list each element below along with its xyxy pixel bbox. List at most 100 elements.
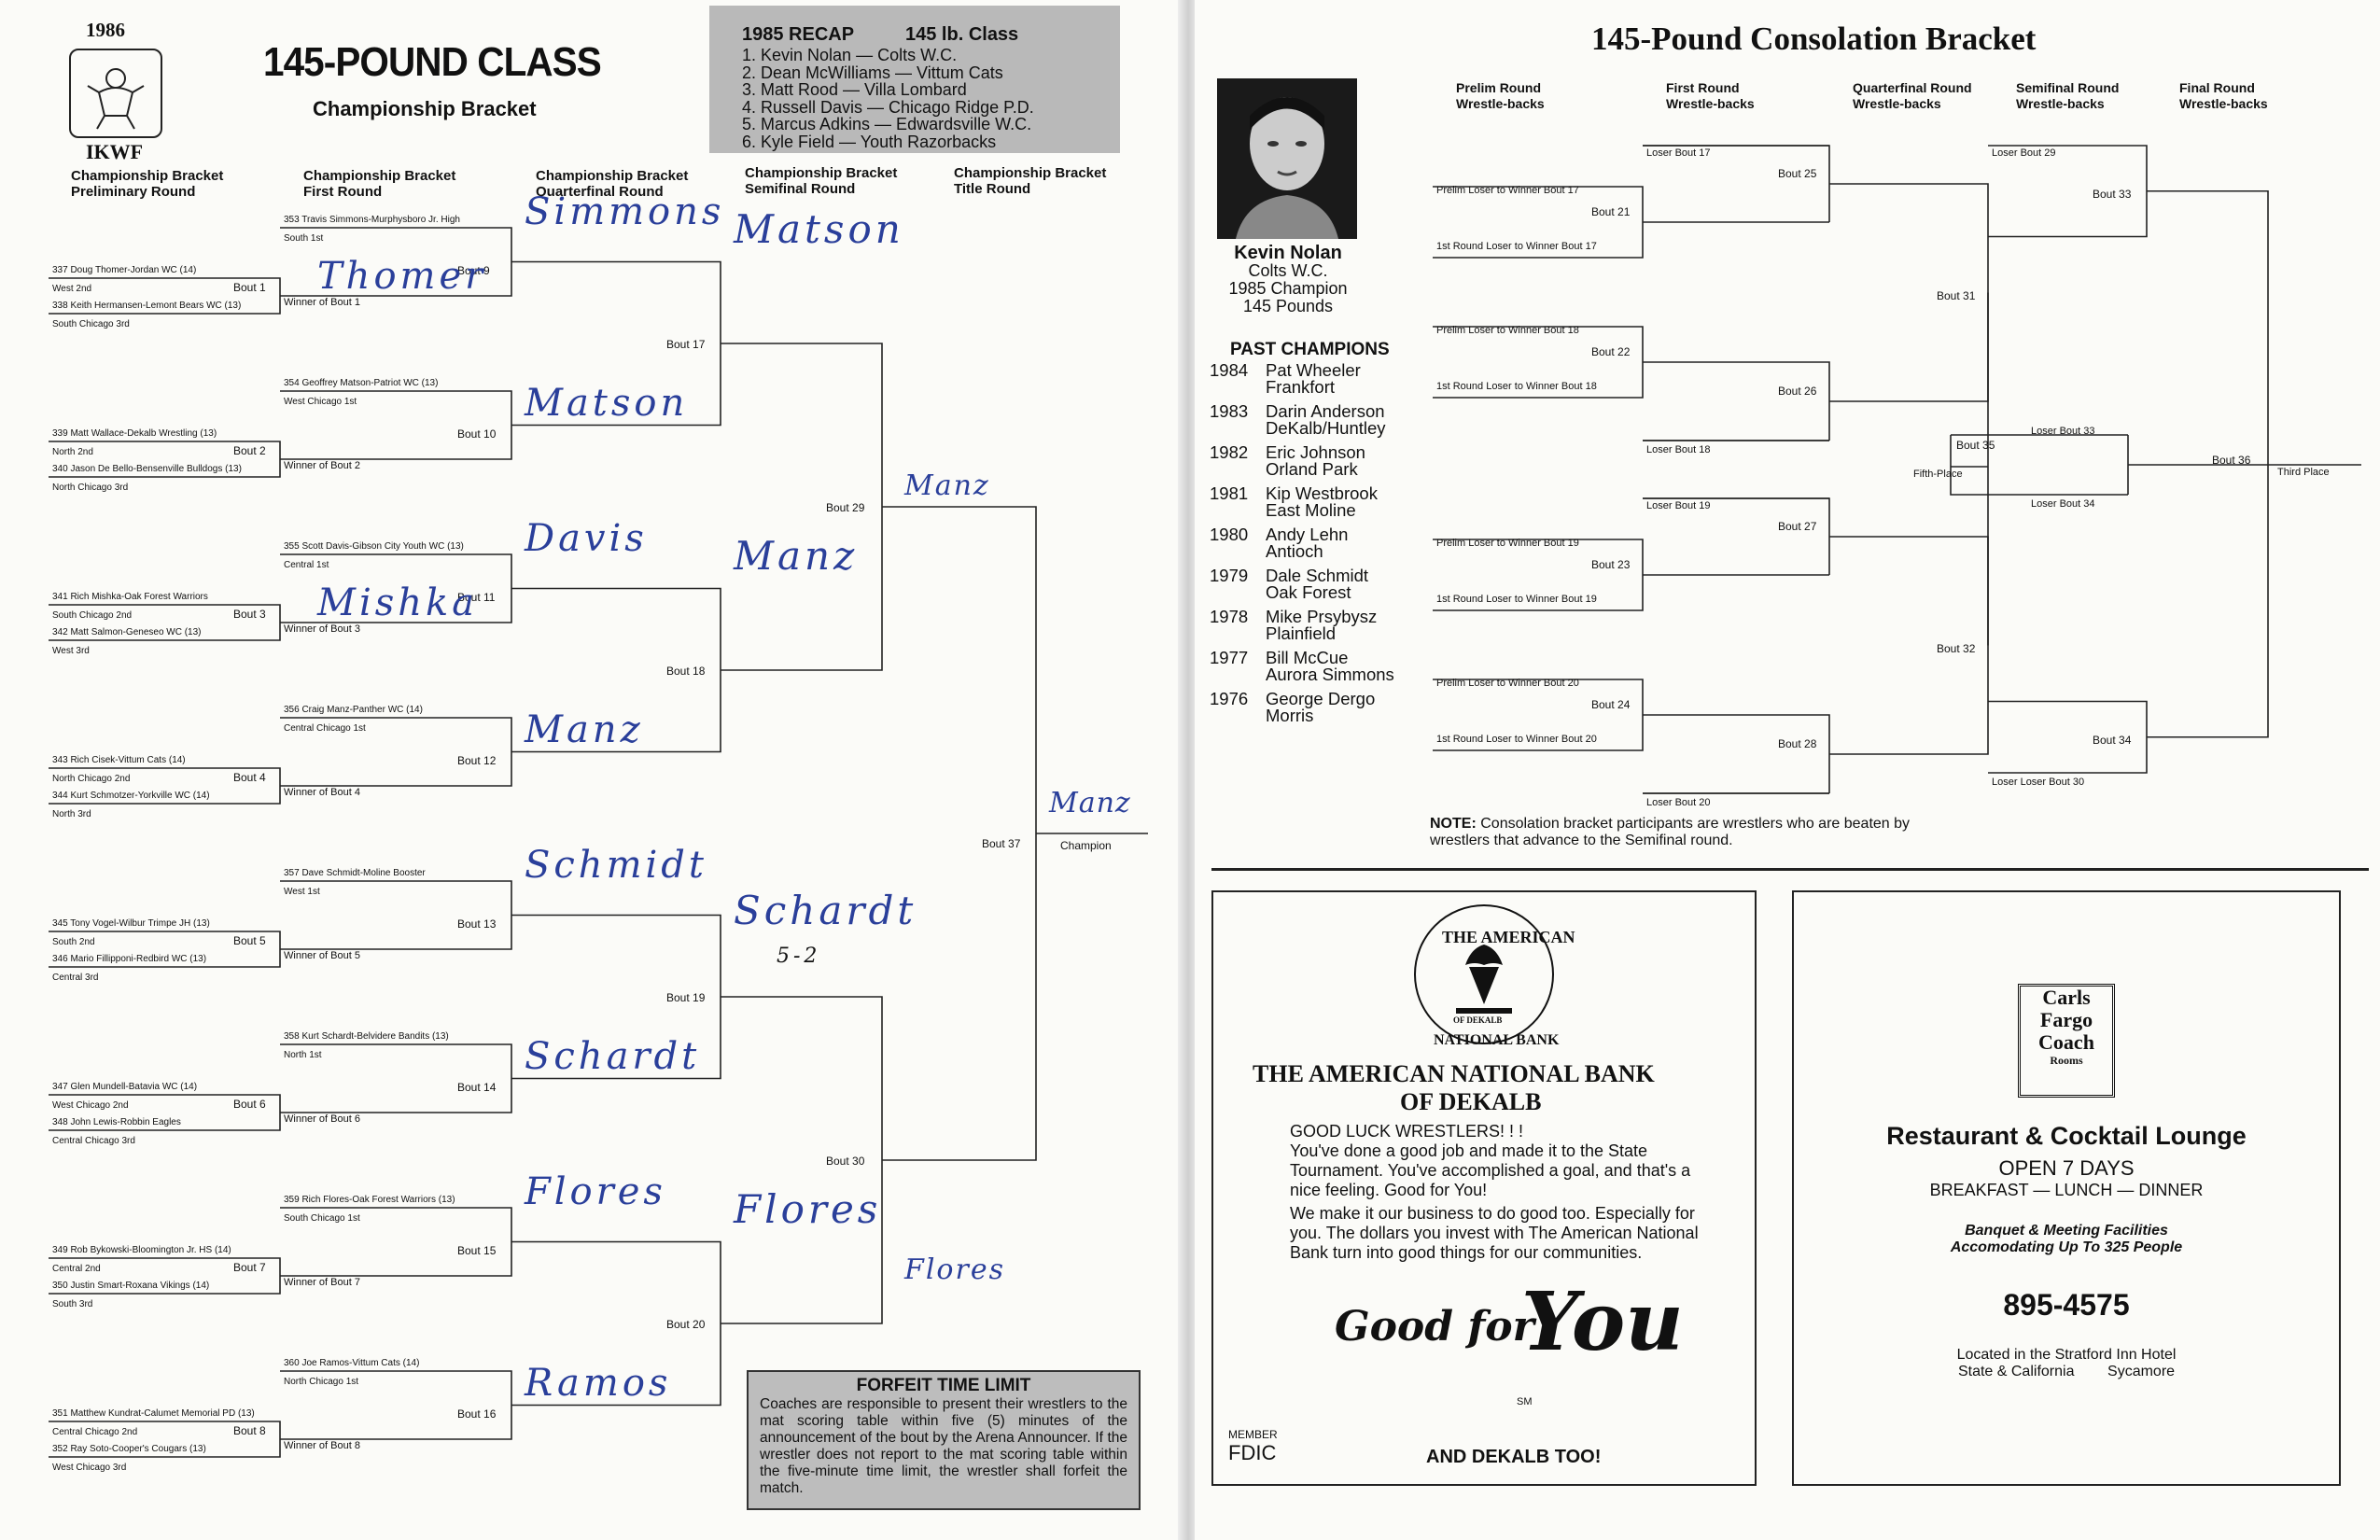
past-champion-town: Frankfort <box>1266 377 1336 397</box>
winner-placeholder: Winner of Bout 5 <box>284 950 360 961</box>
past-champion-year: 1984 <box>1210 360 1249 380</box>
winner-placeholder: Winner of Bout 8 <box>284 1440 360 1451</box>
bank-p1: You've done a good job and made it to th… <box>1290 1141 1691 1199</box>
champion-label: Champion <box>1060 839 1112 852</box>
winner-placeholder: Winner of Bout 7 <box>284 1277 360 1288</box>
recap-entry: 3. Matt Rood — Villa Lombard <box>742 80 967 99</box>
cons-header-prelim: Prelim Round Wrestle-backs <box>1456 80 1545 111</box>
handwritten-winner: Flores <box>525 1170 666 1213</box>
restaurant-open: OPEN 7 DAYS <box>1998 1156 2135 1180</box>
restaurant-logo: Carls Fargo Coach Rooms <box>2018 984 2115 1098</box>
consolation-feed-label: Prelim Loser to Winner Bout 17 <box>1436 185 1579 196</box>
consolation-feed-label: 1st Round Loser to Winner Bout 20 <box>1436 734 1597 745</box>
bout-number: Bout 4 <box>233 771 266 784</box>
past-champion-year: 1982 <box>1210 442 1249 462</box>
logo-line: Rooms <box>2050 1054 2083 1067</box>
loser-label: Loser Bout 17 <box>1646 147 1711 159</box>
right-page: 145-Pound Consolation Bracket Kevin Nola… <box>1195 0 2380 1540</box>
bank-name-2: OF DEKALB <box>1400 1088 1542 1115</box>
championship-bracket-lines <box>49 227 1148 1458</box>
book-spine <box>1178 0 1198 1540</box>
restaurant-location: Located in the Stratford Inn Hotel <box>1956 1347 2177 1363</box>
past-champion-name: Kip Westbrook <box>1266 483 1378 503</box>
wrestler-region: Central Chicago 1st <box>284 723 366 734</box>
past-champion-name: Eric Johnson <box>1266 442 1365 462</box>
past-champion-year: 1978 <box>1210 607 1249 626</box>
wrestler-entry: 352 Ray Soto-Cooper's Cougars (13) <box>52 1444 206 1454</box>
note-label: NOTE: <box>1430 816 1477 832</box>
bout-number: Bout 12 <box>457 753 497 767</box>
restaurant-meals: BREAKFAST — LUNCH — DINNER <box>1929 1181 2204 1199</box>
wrestler-entry: 339 Matt Wallace-Dekalb Wrestling (13) <box>52 428 217 439</box>
wrestler-region: South Chicago 1st <box>284 1213 360 1224</box>
bout-number: Bout 16 <box>457 1407 497 1421</box>
handwritten-winner: Manz <box>904 469 990 502</box>
recap-entry: 4. Russell Davis — Chicago Ridge P.D. <box>742 97 1034 117</box>
wrestler-entry: 343 Rich Cisek-Vittum Cats (14) <box>52 755 186 765</box>
loser-label: Loser Bout 34 <box>2031 498 2095 510</box>
wrestler-region: West Chicago 2nd <box>52 1100 129 1111</box>
loser-label: Loser Bout 20 <box>1646 797 1711 808</box>
loser-label: Loser Bout 33 <box>2031 426 2095 437</box>
handwritten-winner: Schmidt <box>525 844 707 887</box>
past-champion-year: 1979 <box>1210 566 1249 585</box>
consolation-note: NOTE: Consolation bracket participants a… <box>1430 816 1953 849</box>
winner-placeholder: Winner of Bout 2 <box>284 460 360 471</box>
handwritten-winner: Simmons <box>525 190 725 233</box>
bout-number: Bout 18 <box>666 665 706 678</box>
final-bout-line <box>882 506 1037 1161</box>
bout-number: Bout 33 <box>2093 187 2132 201</box>
consolation-bracket-lines <box>1433 145 2361 794</box>
loser-label: Loser Bout 29 <box>1992 147 2056 159</box>
column-header-prelim: Championship Bracket Preliminary Round <box>71 168 224 200</box>
bout-number: Bout 6 <box>233 1098 266 1111</box>
wrestler-region: North Chicago 2nd <box>52 774 131 784</box>
wrestler-entry: 341 Rich Mishka-Oak Forest Warriors <box>52 592 208 602</box>
bout-number: Bout 17 <box>666 338 706 351</box>
match-score: 5-2 <box>777 945 821 968</box>
bout-number: Bout 14 <box>457 1080 497 1094</box>
champion-line1: 1985 Champion <box>1228 279 1348 298</box>
past-champion-name: Bill McCue <box>1266 648 1349 667</box>
wrestler-region: Central 1st <box>284 560 329 570</box>
recap-entry: 5. Marcus Adkins — Edwardsville W.C. <box>742 115 1032 133</box>
restaurant-capacity: Accomodating Up To 325 People <box>1950 1239 2183 1255</box>
cons-header-final: Final Round Wrestle-backs <box>2179 80 2268 111</box>
past-champion-town: DeKalb/Huntley <box>1266 418 1386 438</box>
loser-label: Loser Loser Bout 30 <box>1992 777 2085 788</box>
consolation-feed-label: Prelim Loser to Winner Bout 18 <box>1436 325 1579 336</box>
slogan-you: You <box>1521 1275 1684 1369</box>
handwritten-winner: Matson <box>525 382 689 425</box>
fdic-label: FDIC <box>1228 1441 1277 1464</box>
restaurant-advertisement: Carls Fargo Coach Rooms Restaurant & Coc… <box>1792 890 2341 1486</box>
restaurant-copy: Restaurant & Cocktail Lounge OPEN 7 DAYS… <box>1794 1122 2339 1380</box>
place-label: Fifth-Place <box>1913 469 1963 480</box>
bout-number: Bout 7 <box>233 1261 266 1274</box>
past-champion-name: George Dergo <box>1266 689 1376 708</box>
past-champion-town: East Moline <box>1266 500 1356 520</box>
left-page: 1986 IKWF 145-POUND CLASS Championship B… <box>0 0 1183 1540</box>
consolation-feed-label: Prelim Loser to Winner Bout 20 <box>1436 678 1579 689</box>
past-champion-year: 1983 <box>1210 401 1249 421</box>
wrestler-region: Central Chicago 2nd <box>52 1427 138 1437</box>
bank-lead: GOOD LUCK WRESTLERS! ! ! <box>1290 1122 1524 1141</box>
forfeit-text: Coaches are responsible to present their… <box>760 1396 1127 1496</box>
bout-number: Bout 2 <box>233 444 266 457</box>
wrestler-region: South Chicago 3rd <box>52 319 130 329</box>
recap-heading: 1985 RECAP <box>742 24 855 45</box>
cons-header-semi: Semifinal Round Wrestle-backs <box>2016 80 2120 111</box>
past-champion-town: Oak Forest <box>1266 582 1351 602</box>
handwritten-winner: Schardt <box>525 1035 701 1078</box>
bout-number: Bout 11 <box>457 590 496 604</box>
past-champion-name: Dale Schmidt <box>1266 566 1369 585</box>
cons-header-first: First Round Wrestle-backs <box>1666 80 1755 111</box>
wrestler-entry: 353 Travis Simmons-Murphysboro Jr. High <box>284 215 460 225</box>
bout-number: Bout 37 <box>982 837 1021 850</box>
logo-line: Fargo <box>2039 1008 2093 1031</box>
past-champion-name: Mike Prsybysz <box>1266 607 1378 626</box>
section-divider <box>1211 868 2369 871</box>
